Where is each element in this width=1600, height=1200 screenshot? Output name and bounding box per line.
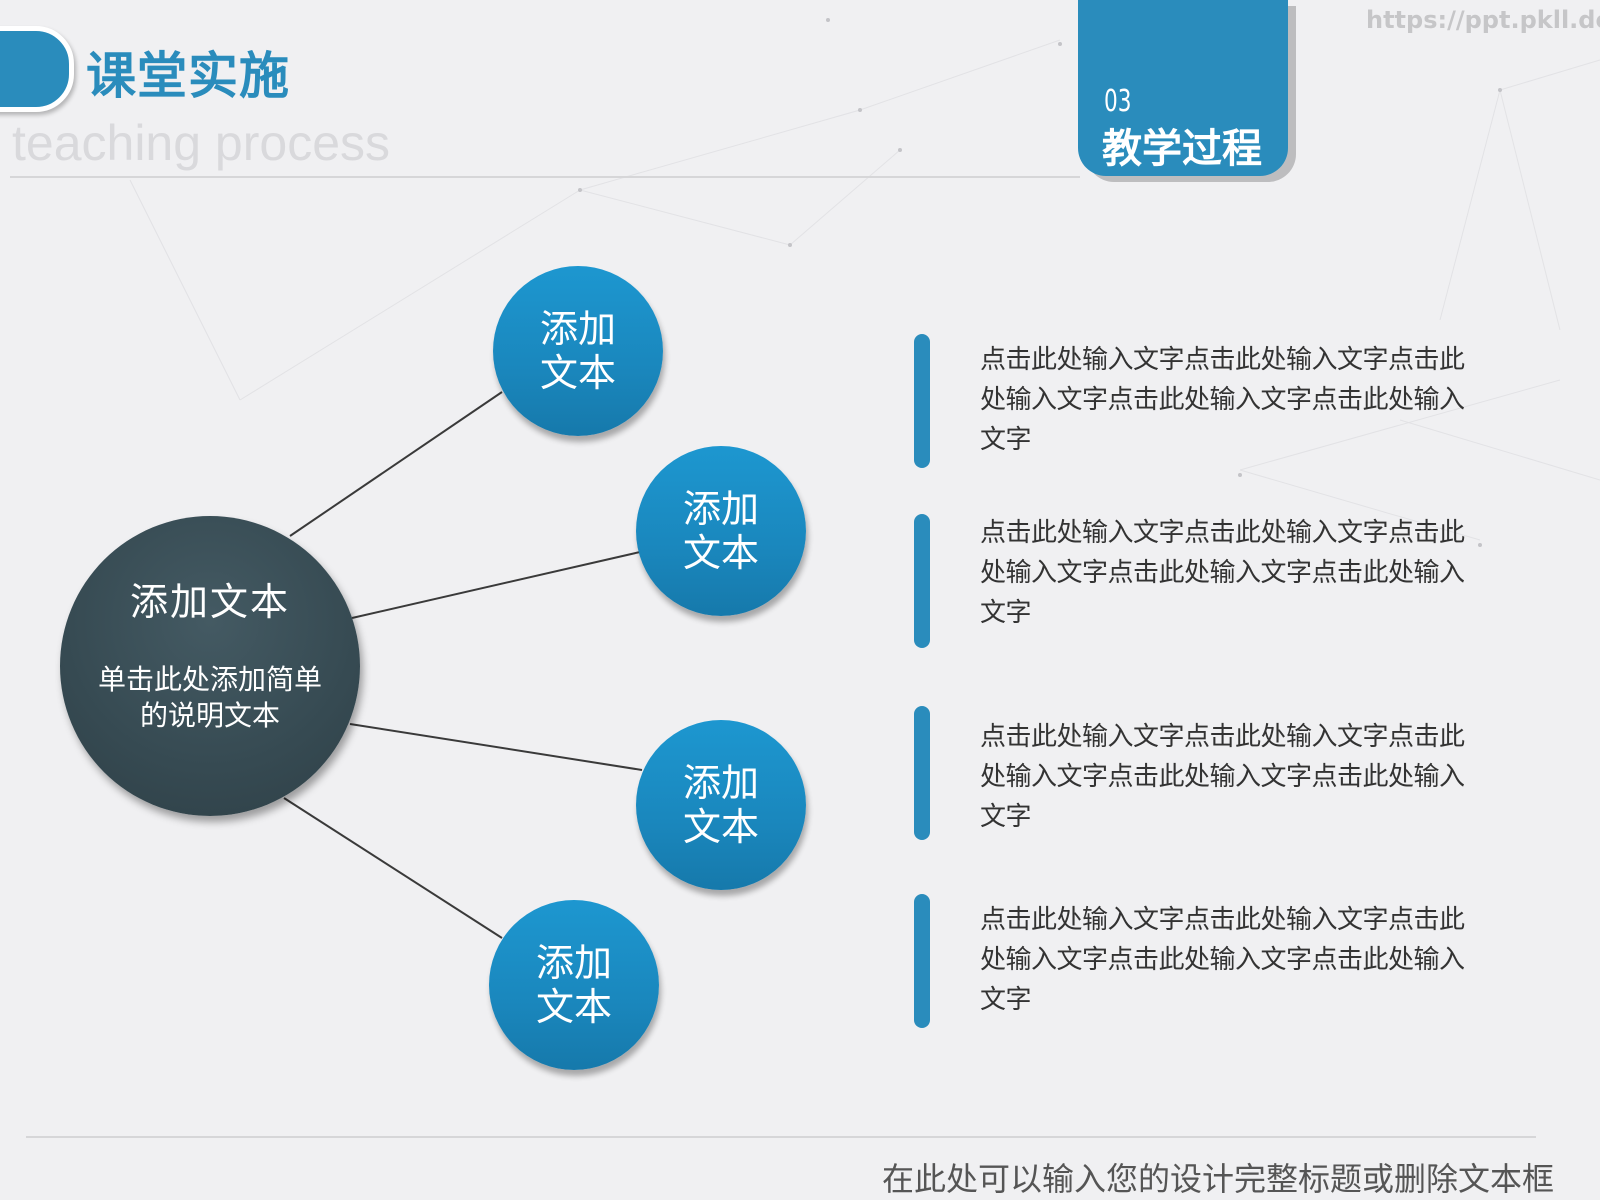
item-accent-bar (914, 334, 930, 468)
title-accent-pill (0, 26, 74, 112)
hub-description: 单击此处添加简单的说明文本 (97, 662, 322, 732)
section-number: 03 (1104, 84, 1132, 119)
branch-node-1[interactable]: 添加文本 (493, 266, 663, 436)
title-divider (10, 176, 1080, 178)
connector-line-3 (349, 723, 643, 771)
section-label: 教学过程 (1102, 126, 1262, 172)
hub-title: 添加文本 (129, 579, 290, 624)
branch-node-label: 添加文本 (535, 941, 612, 1029)
item-accent-bar (914, 514, 930, 648)
item-text-4[interactable]: 点击此处输入文字点击此处输入文字点击此处输入文字点击此处输入文字点击此处输入文字 (980, 905, 1465, 1015)
branch-node-label: 添加文本 (682, 761, 759, 849)
footer-caption[interactable]: 在此处可以输入您的设计完整标题或删除文本框 (882, 1160, 1555, 1198)
hub-circle[interactable]: 添加文本 单击此处添加简单的说明文本 (60, 516, 360, 816)
page-title: 课堂实施 (86, 47, 290, 105)
connector-line-4 (283, 797, 503, 939)
item-text-3[interactable]: 点击此处输入文字点击此处输入文字点击此处输入文字点击此处输入文字点击此处输入文字 (980, 722, 1465, 832)
item-accent-bar (914, 894, 930, 1028)
page-subtitle: teaching process (12, 115, 391, 171)
branch-node-3[interactable]: 添加文本 (636, 720, 806, 890)
branch-node-4[interactable]: 添加文本 (489, 900, 659, 1070)
branch-node-label: 添加文本 (539, 307, 616, 395)
section-tab: 03 教学过程 (1078, 0, 1288, 176)
item-text-1[interactable]: 点击此处输入文字点击此处输入文字点击此处输入文字点击此处输入文字点击此处输入文字 (980, 345, 1465, 455)
branch-node-2[interactable]: 添加文本 (636, 446, 806, 616)
footer-divider (26, 1136, 1536, 1138)
watermark-url: https://ppt.pkll.de (1366, 6, 1600, 34)
connector-line-1 (289, 391, 503, 537)
connector-line-2 (351, 551, 641, 619)
item-accent-bar (914, 706, 930, 840)
branch-node-label: 添加文本 (682, 487, 759, 575)
item-text-2[interactable]: 点击此处输入文字点击此处输入文字点击此处输入文字点击此处输入文字点击此处输入文字 (980, 518, 1465, 628)
